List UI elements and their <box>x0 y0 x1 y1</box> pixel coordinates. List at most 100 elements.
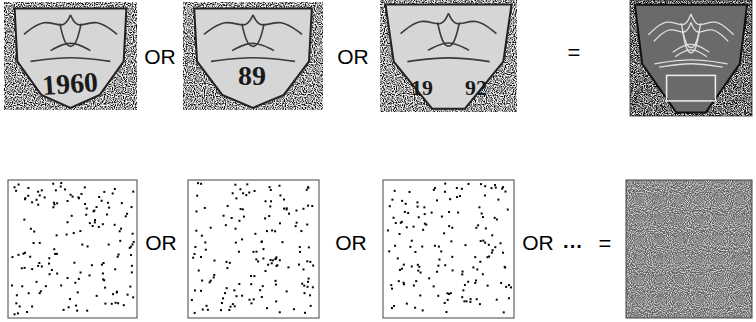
dot <box>464 244 466 246</box>
dot <box>242 192 244 194</box>
dense-noise-image <box>626 180 752 318</box>
dot <box>79 230 81 232</box>
dot <box>196 210 198 212</box>
dot <box>271 229 273 231</box>
dot <box>226 287 228 289</box>
dot <box>102 278 104 280</box>
dot <box>445 311 447 313</box>
noise <box>630 0 752 116</box>
dot <box>444 302 446 304</box>
dot <box>422 309 424 311</box>
dot <box>398 280 400 282</box>
crest-image <box>183 2 323 110</box>
dot <box>75 305 77 307</box>
dot <box>84 186 86 188</box>
dot <box>448 211 450 213</box>
dot <box>261 240 263 242</box>
dot <box>389 205 391 207</box>
dot <box>39 194 41 196</box>
dot <box>196 195 198 197</box>
dot <box>227 205 229 207</box>
dot <box>256 251 258 253</box>
dot <box>302 208 304 210</box>
dot <box>246 183 248 185</box>
dot <box>64 188 66 190</box>
dot <box>195 230 197 232</box>
crest-detail <box>691 22 728 41</box>
dot <box>56 202 58 204</box>
dot <box>253 298 255 300</box>
dot <box>472 266 474 268</box>
dot <box>409 191 411 193</box>
dot <box>301 283 303 285</box>
dot <box>223 215 225 217</box>
dot <box>14 313 16 315</box>
dot <box>207 309 209 311</box>
dot <box>197 182 199 184</box>
dot <box>67 221 69 223</box>
dot <box>41 189 43 191</box>
dot <box>387 229 389 231</box>
dot <box>444 191 446 193</box>
dot <box>401 268 403 270</box>
dot <box>125 215 127 217</box>
dot <box>438 259 440 261</box>
dot <box>119 230 121 232</box>
noise-ground <box>626 180 752 318</box>
sparse-dot-image <box>383 180 514 318</box>
dot <box>403 283 405 285</box>
dot <box>21 267 23 269</box>
dot <box>279 222 281 224</box>
dot <box>192 257 194 259</box>
dot <box>131 271 133 273</box>
dot <box>306 189 308 191</box>
dot <box>486 256 488 258</box>
dot <box>433 189 435 191</box>
dot <box>269 186 271 188</box>
crest-detail <box>204 15 253 34</box>
dot <box>129 286 131 288</box>
dot <box>264 217 266 219</box>
crest-shield <box>194 8 312 107</box>
crest-shield <box>635 5 747 113</box>
dot <box>68 306 70 308</box>
dot <box>296 222 298 224</box>
dot <box>306 224 308 226</box>
dot <box>191 299 193 301</box>
dot <box>101 264 103 266</box>
dot <box>250 275 252 277</box>
dot <box>286 207 288 209</box>
dot <box>428 277 430 279</box>
dot <box>443 232 445 234</box>
dot <box>271 262 273 264</box>
dot <box>462 271 464 273</box>
dot <box>235 228 237 230</box>
dot <box>80 272 82 274</box>
dot <box>474 256 476 258</box>
dot <box>504 267 506 269</box>
dot <box>307 286 309 288</box>
dot <box>77 196 79 198</box>
crest-detail <box>438 22 460 46</box>
dot <box>117 256 119 258</box>
dot <box>484 185 486 187</box>
dot <box>490 187 492 189</box>
dot <box>226 267 228 269</box>
dot <box>450 240 452 242</box>
dot <box>411 240 413 242</box>
dot <box>235 197 237 199</box>
dot <box>298 264 300 266</box>
dot <box>40 290 42 292</box>
dot <box>69 298 71 300</box>
dot <box>276 264 278 266</box>
dot <box>103 191 105 193</box>
dot <box>470 298 472 300</box>
dot <box>201 235 203 237</box>
dot <box>255 258 257 260</box>
dot <box>409 246 411 248</box>
crest-detail <box>673 44 710 52</box>
dot <box>39 292 41 294</box>
dot <box>421 246 423 248</box>
dot <box>420 271 422 273</box>
dot <box>400 222 402 224</box>
